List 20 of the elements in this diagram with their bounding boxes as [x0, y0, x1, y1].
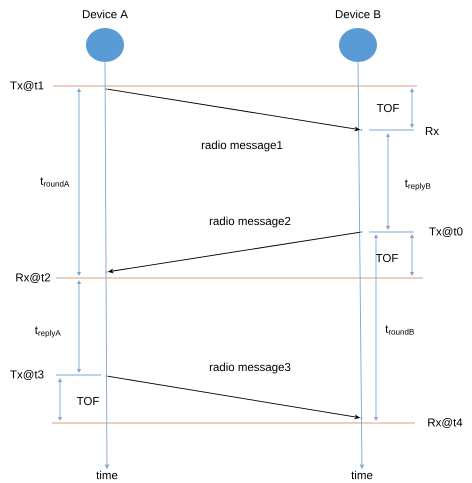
edge-label: radio message3 — [208, 362, 292, 374]
edge-label: radio message1 — [200, 140, 284, 152]
dimension-label: TOF — [376, 254, 398, 262]
dimension-label: t$_{replyB}$ — [404, 180, 430, 190]
dimension-label: t$_{roundB}$ — [385, 325, 414, 335]
event-label: Tx@t0 — [429, 227, 463, 237]
event-label: Rx@t4 — [428, 418, 462, 428]
event-label: Tx@t3 — [10, 370, 44, 380]
node-label: Device B — [336, 10, 380, 18]
event-label: Rx@t2 — [16, 273, 50, 283]
dimension-label: TOF — [76, 396, 99, 406]
dimension-label: t$_{replyA}$ — [34, 326, 61, 338]
node-label: Device A — [82, 10, 128, 18]
axis-label: time — [96, 470, 118, 480]
event-label: Tx@t1 — [10, 81, 44, 91]
edge-label: radio message2 — [208, 216, 292, 228]
axis-label: time — [351, 470, 372, 480]
dimension-label: TOF — [376, 104, 399, 112]
event-label: Rx — [426, 127, 439, 135]
dimension-label: t$_{roundA}$ — [40, 177, 70, 187]
